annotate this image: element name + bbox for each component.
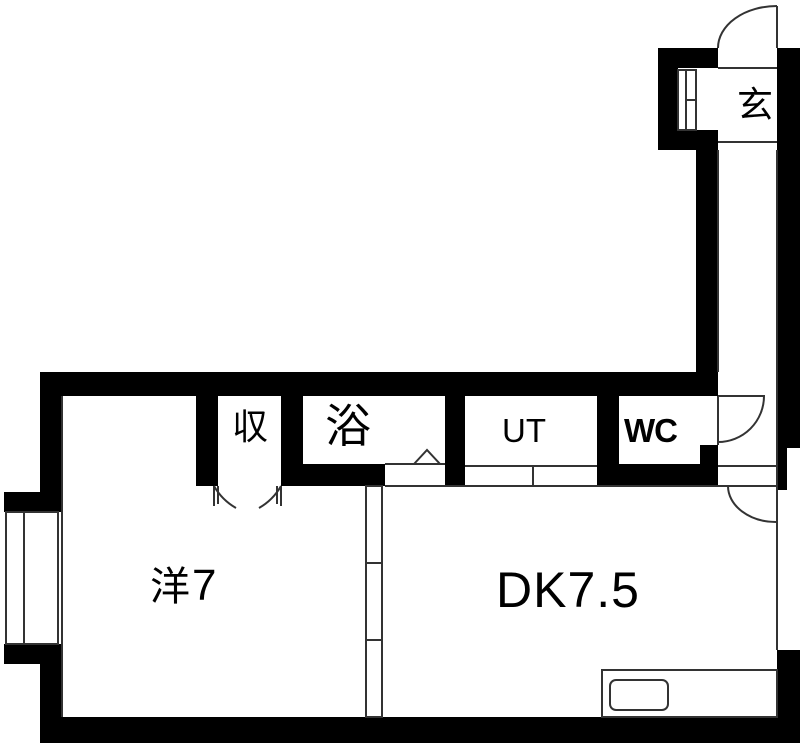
label-storage: 収 bbox=[232, 407, 269, 448]
walls bbox=[4, 48, 800, 743]
label-western-room: 洋7 bbox=[150, 564, 216, 608]
label-dining-kitchen: DK7.5 bbox=[496, 565, 640, 615]
label-bath: 浴 bbox=[325, 399, 371, 453]
label-toilet: WC bbox=[624, 412, 678, 449]
western-room-type: 洋 bbox=[150, 564, 190, 610]
label-genkan: 玄 bbox=[737, 85, 774, 126]
thin-lines bbox=[5, 5, 778, 718]
dk-size: 7.5 bbox=[567, 562, 640, 618]
label-utility: UT bbox=[502, 412, 546, 449]
western-room-size: 7 bbox=[192, 561, 217, 610]
dk-type: DK bbox=[496, 562, 568, 618]
